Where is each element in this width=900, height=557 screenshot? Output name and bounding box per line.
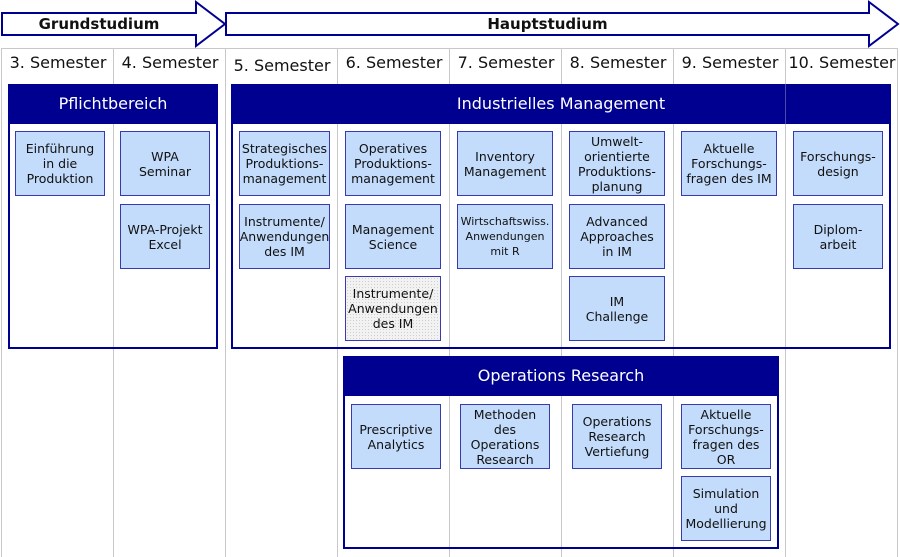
course-box: Strategisches Produktions- management <box>239 131 330 196</box>
semester-header: 7. Semester <box>457 53 555 72</box>
semester-header: 5. Semester <box>233 56 331 75</box>
header-top-line <box>1 48 898 49</box>
semester-header: 10. Semester <box>788 53 896 72</box>
course-box: Operations Research Vertiefung <box>572 404 662 469</box>
pflichtbereich-header: Pflichtbereich <box>8 84 218 124</box>
phase-arrows <box>1 0 900 48</box>
course-box: Operatives Produktions- management <box>345 131 441 196</box>
hauptstudium-arrow <box>225 0 900 48</box>
course-box: Diplom- arbeit <box>793 204 883 269</box>
course-box: Simulation und Modellierung <box>681 476 771 541</box>
course-box: Inventory Management <box>457 131 553 196</box>
course-box: WPA-Projekt Excel <box>120 204 210 269</box>
phase-label-hauptstudium: Hauptstudium <box>487 15 608 33</box>
industrielles-management-header: Industrielles Management <box>231 84 891 124</box>
course-box: Wirtschaftswiss. Anwendungen mit R <box>457 204 553 269</box>
column-divider <box>1 48 2 557</box>
course-box: Umwelt- orientierte Produktions- planung <box>569 131 665 196</box>
column-divider <box>449 48 450 557</box>
course-box: IM Challenge <box>569 276 665 341</box>
column-divider <box>785 48 786 557</box>
course-box: Instrumente/ Anwendungen des IM <box>239 204 330 269</box>
course-box: Aktuelle Forschungs- fragen des OR <box>681 404 771 469</box>
column-divider <box>113 48 114 557</box>
im-header-divider <box>785 84 786 124</box>
grundstudium-arrow <box>1 0 227 48</box>
course-box: Management Science <box>345 204 441 269</box>
column-divider <box>225 48 226 557</box>
semester-header: 9. Semester <box>681 53 779 72</box>
column-divider <box>673 48 674 557</box>
course-box: Einführung in die Produktion <box>15 131 105 196</box>
course-box: Methoden des Operations Research <box>460 404 550 469</box>
column-divider <box>561 48 562 557</box>
semester-header: 6. Semester <box>345 53 443 72</box>
semester-header: 8. Semester <box>569 53 667 72</box>
course-box: Prescriptive Analytics <box>351 404 441 469</box>
course-box: Advanced Approaches in IM <box>569 204 665 269</box>
course-box: Forschungs- design <box>793 131 883 196</box>
operations-research-header: Operations Research <box>343 356 779 396</box>
column-divider <box>337 48 338 557</box>
phase-label-grundstudium: Grundstudium <box>38 15 160 33</box>
course-box: Aktuelle Forschungs- fragen des IM <box>681 131 777 196</box>
semester-header: 4. Semester <box>121 53 219 72</box>
course-box: Instrumente/ Anwendungen des IM <box>345 276 441 341</box>
semester-header: 3. Semester <box>9 53 107 72</box>
column-divider <box>897 48 898 557</box>
course-box: WPA Seminar <box>120 131 210 196</box>
